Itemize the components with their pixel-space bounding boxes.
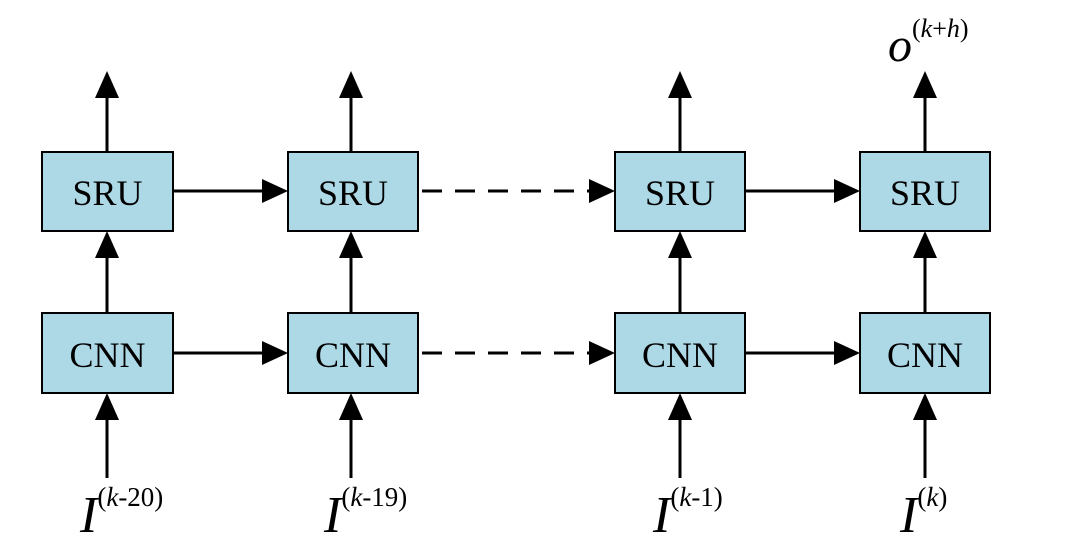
sru-label: SRU	[318, 173, 388, 213]
output-sup-var2: h	[947, 14, 960, 43]
cnn-flow-arrow-3-head	[834, 341, 860, 365]
input-sup-open: (	[97, 482, 106, 512]
output-sup-var1: k	[921, 14, 933, 43]
input-sup-var: k	[350, 482, 363, 512]
input-arrow-head	[913, 393, 937, 420]
input-sup-var: k	[679, 482, 692, 512]
cnn-flow-dashed-arrow-head	[589, 341, 615, 365]
input-label: I(k-20)	[79, 482, 163, 544]
cnn-label: CNN	[642, 335, 718, 375]
input-label: I(k-1)	[652, 482, 723, 544]
sru-output-arrow-head	[668, 71, 692, 98]
input-sup-rest: -20)	[118, 482, 163, 512]
input-label: I(k)	[899, 482, 947, 544]
output-sup-plus: +	[932, 14, 947, 43]
input-arrow-head	[339, 393, 363, 420]
sru-label: SRU	[72, 173, 142, 213]
cnn-to-sru-arrow-head	[95, 231, 119, 258]
input-label: I(k-19)	[323, 482, 407, 544]
output-base: o	[888, 19, 912, 72]
cnn-to-sru-arrow-head	[339, 231, 363, 258]
input-sup-open: (	[917, 482, 926, 512]
sru-recurrent-arrow-1-head	[262, 179, 288, 203]
column-2: CNN SRU I(k-19)	[287, 71, 419, 544]
input-base: I	[652, 487, 673, 544]
output-sup-open: (	[912, 14, 921, 43]
input-arrow-head	[95, 393, 119, 420]
sru-recurrent-arrow-3-head	[834, 179, 860, 203]
output-sup-close: )	[960, 14, 969, 43]
sru-box	[614, 151, 746, 232]
input-sup-rest: )	[938, 482, 947, 512]
input-sup-rest: -19)	[362, 482, 407, 512]
sru-output-arrow-head	[913, 71, 937, 98]
cnn-box	[859, 312, 991, 394]
column-1: CNN SRU I(k-20)	[41, 71, 174, 544]
cnn-label: CNN	[887, 335, 963, 375]
sru-label: SRU	[645, 173, 715, 213]
cnn-label: CNN	[69, 335, 145, 375]
input-sup-rest: -1)	[691, 482, 722, 512]
cnn-flow-arrow-1-head	[262, 341, 288, 365]
input-sup-open: (	[341, 482, 350, 512]
sru-box	[287, 151, 419, 232]
cnn-box	[287, 312, 419, 394]
input-base: I	[323, 487, 344, 544]
input-arrow-head	[668, 393, 692, 420]
input-sup-open: (	[670, 482, 679, 512]
column-3: CNN SRU I(k-1)	[614, 71, 746, 544]
column-4: CNN SRU I(k)	[859, 71, 991, 544]
cnn-to-sru-arrow-head	[913, 231, 937, 258]
input-sup-var: k	[106, 482, 119, 512]
sru-recurrent-dashed-arrow-head	[589, 179, 615, 203]
input-sup-var: k	[926, 482, 939, 512]
input-base: I	[79, 487, 100, 544]
input-base: I	[899, 487, 920, 544]
sru-output-arrow-head	[95, 71, 119, 98]
output-label: o(k+h)	[888, 14, 969, 72]
sru-label: SRU	[890, 173, 960, 213]
cnn-label: CNN	[315, 335, 391, 375]
sru-box	[859, 151, 991, 232]
sru-output-arrow-head	[339, 71, 363, 98]
cnn-to-sru-arrow-head	[668, 231, 692, 258]
